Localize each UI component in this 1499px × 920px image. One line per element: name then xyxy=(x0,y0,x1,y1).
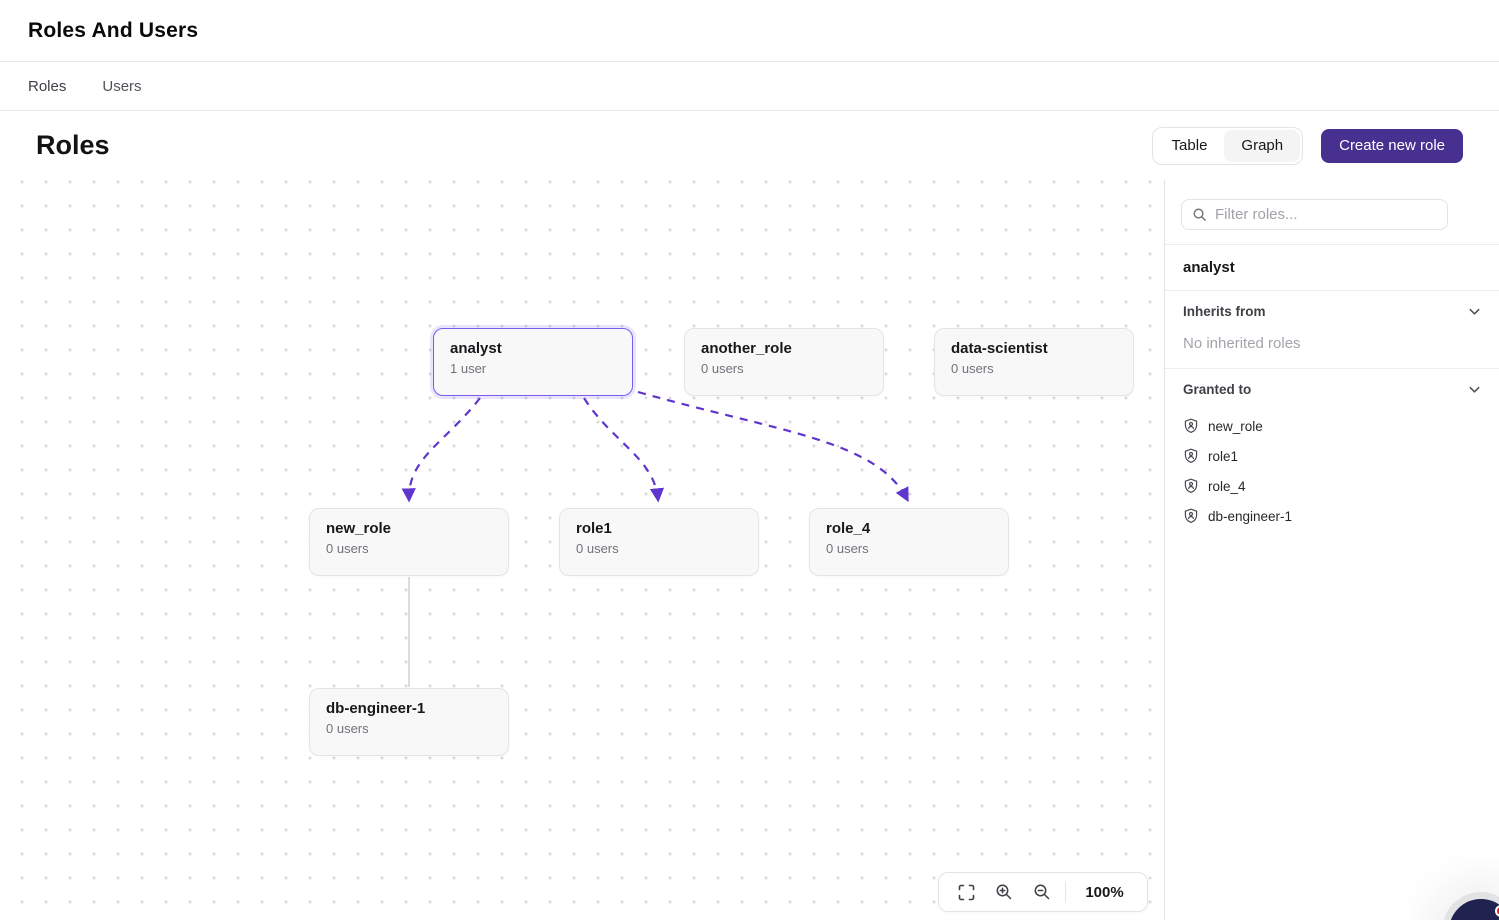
edge-analyst-new_role xyxy=(409,398,480,499)
view-toggle: Table Graph xyxy=(1152,127,1304,165)
roles-heading: Roles xyxy=(36,130,110,161)
zoom-out-icon[interactable] xyxy=(1023,874,1061,910)
nav-tabs: Roles Users xyxy=(0,62,1499,111)
node-user-count: 0 users xyxy=(576,541,742,556)
inherits-from-section-header[interactable]: Inherits from xyxy=(1165,291,1499,331)
role-node-role1[interactable]: role1 0 users xyxy=(559,508,759,576)
no-inherited-roles-text: No inherited roles xyxy=(1165,331,1499,368)
role-shield-icon xyxy=(1183,418,1199,434)
granted-to-section-header[interactable]: Granted to xyxy=(1165,369,1499,409)
tab-roles[interactable]: Roles xyxy=(28,78,66,95)
chevron-down-icon xyxy=(1468,383,1481,396)
inherits-from-label: Inherits from xyxy=(1183,304,1266,319)
granted-role-item-role1[interactable]: role1 xyxy=(1165,441,1499,471)
role-node-another_role[interactable]: another_role 0 users xyxy=(684,328,884,396)
chevron-down-icon xyxy=(1468,305,1481,318)
main-content: analyst 1 user another_role 0 users data… xyxy=(0,180,1499,920)
node-label: another_role xyxy=(701,340,867,357)
tab-users[interactable]: Users xyxy=(102,78,141,95)
create-new-role-button[interactable]: Create new role xyxy=(1321,129,1463,163)
role-node-role_4[interactable]: role_4 0 users xyxy=(809,508,1009,576)
granted-role-item-db-engineer-1[interactable]: db-engineer-1 xyxy=(1165,501,1499,531)
granted-role-item-new_role[interactable]: new_role xyxy=(1165,411,1499,441)
zoom-level-value: 100% xyxy=(1070,884,1139,901)
roles-graph-canvas[interactable]: analyst 1 user another_role 0 users data… xyxy=(0,180,1164,920)
filter-roles-input[interactable] xyxy=(1215,206,1437,223)
role-shield-icon xyxy=(1183,478,1199,494)
view-toggle-table[interactable]: Table xyxy=(1155,130,1225,162)
node-user-count: 0 users xyxy=(326,721,492,736)
granted-role-label: role1 xyxy=(1208,449,1238,464)
app-header: Roles And Users xyxy=(0,0,1499,62)
page-actions: Table Graph Create new role xyxy=(1152,127,1463,165)
node-label: role1 xyxy=(576,520,742,537)
node-label: data-scientist xyxy=(951,340,1117,357)
divider xyxy=(1065,881,1066,903)
role-node-db-engineer-1[interactable]: db-engineer-1 0 users xyxy=(309,688,509,756)
role-shield-icon xyxy=(1183,508,1199,524)
roles-page-header: Roles Table Graph Create new role xyxy=(0,111,1499,180)
edge-analyst-role1 xyxy=(584,398,658,499)
role-node-analyst[interactable]: analyst 1 user xyxy=(433,328,633,396)
granted-role-label: role_4 xyxy=(1208,479,1246,494)
page-title: Roles And Users xyxy=(28,19,198,43)
role-details-sidebar: analyst Inherits from No inherited roles… xyxy=(1164,180,1499,920)
node-user-count: 0 users xyxy=(951,361,1117,376)
node-label: role_4 xyxy=(826,520,992,537)
node-user-count: 0 users xyxy=(701,361,867,376)
granted-to-list: new_role role1 xyxy=(1165,409,1499,539)
granted-to-label: Granted to xyxy=(1183,382,1251,397)
filter-roles-box[interactable] xyxy=(1181,199,1448,230)
fit-view-icon[interactable] xyxy=(947,874,985,910)
granted-role-label: new_role xyxy=(1208,419,1263,434)
granted-role-label: db-engineer-1 xyxy=(1208,509,1292,524)
selected-role-name: analyst xyxy=(1165,245,1499,290)
node-label: db-engineer-1 xyxy=(326,700,492,717)
node-user-count: 0 users xyxy=(826,541,992,556)
search-icon xyxy=(1192,207,1207,222)
node-label: analyst xyxy=(450,340,616,357)
node-label: new_role xyxy=(326,520,492,537)
node-user-count: 0 users xyxy=(326,541,492,556)
node-user-count: 1 user xyxy=(450,361,616,376)
notification-dot xyxy=(1495,905,1499,917)
role-shield-icon xyxy=(1183,448,1199,464)
role-node-data-scientist[interactable]: data-scientist 0 users xyxy=(934,328,1134,396)
granted-role-item-role_4[interactable]: role_4 xyxy=(1165,471,1499,501)
edge-analyst-role_4 xyxy=(638,392,907,499)
role-node-new_role[interactable]: new_role 0 users xyxy=(309,508,509,576)
zoom-in-icon[interactable] xyxy=(985,874,1023,910)
graph-zoom-panel: 100% xyxy=(938,872,1148,912)
filter-roles-wrap xyxy=(1165,180,1499,244)
view-toggle-graph[interactable]: Graph xyxy=(1224,130,1300,162)
